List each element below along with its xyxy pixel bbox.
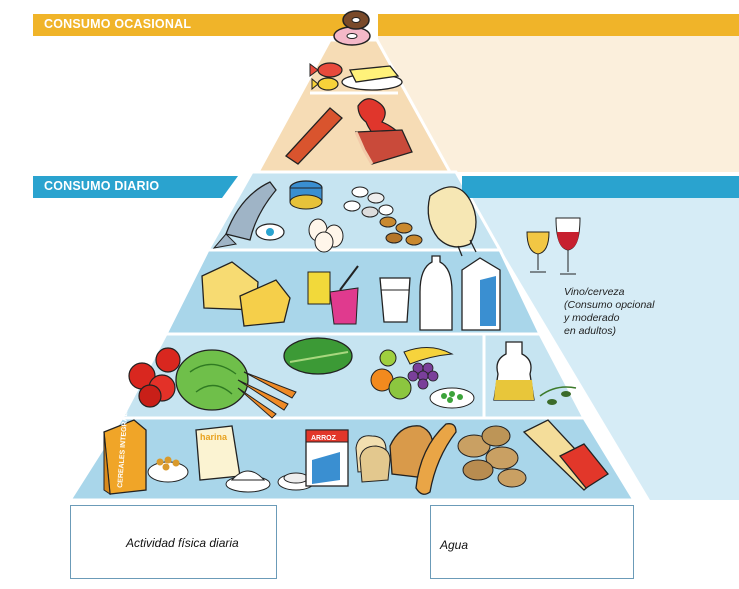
- activity-label: Actividad física diaria: [126, 536, 239, 550]
- butter-icon: [342, 66, 402, 90]
- rice-box-label: ARROZ: [311, 435, 337, 442]
- water-label: Agua: [440, 538, 468, 552]
- wine-note-line-2: (Consumo opcional: [564, 299, 714, 312]
- wine-note-line-1: Vino/cerveza: [564, 286, 714, 299]
- wine-note-line-3: y moderado: [564, 312, 714, 325]
- bread-slices-icon: [356, 436, 390, 482]
- peas-bowl-icon: [430, 388, 474, 408]
- occasional-band-label: CONSUMO OCASIONAL: [44, 17, 191, 31]
- milk-carton-icon: [462, 258, 500, 330]
- wine-note: Vino/cerveza (Consumo opcional y moderad…: [564, 286, 714, 338]
- wine-note-line-4: en adultos): [564, 325, 714, 338]
- daily-band-label: CONSUMO DIARIO: [44, 179, 159, 193]
- flour-bag-label: harina: [200, 432, 228, 442]
- lettuce-icon: [176, 350, 248, 410]
- chard-icon: [284, 338, 352, 374]
- milk-glass-icon: [380, 278, 410, 322]
